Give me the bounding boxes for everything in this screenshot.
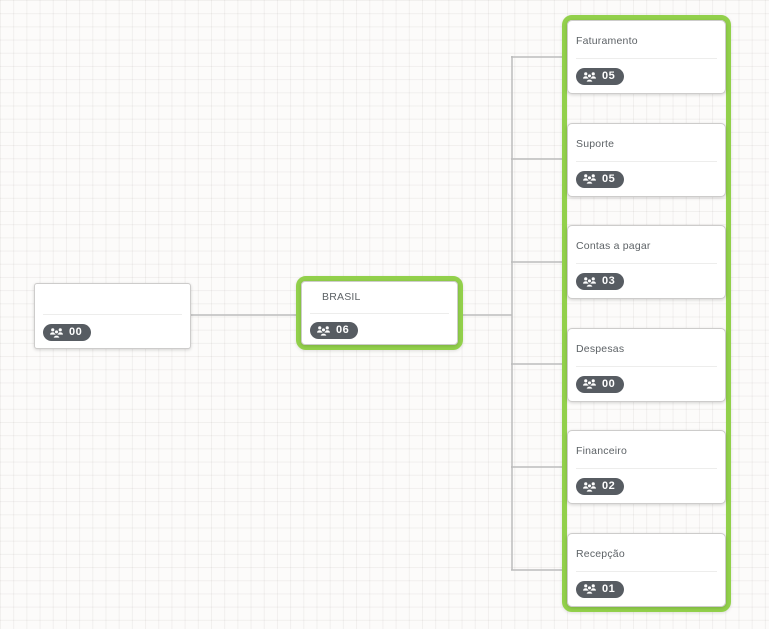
group-icon [583,379,596,390]
member-count: 02 [602,480,616,493]
connector-root-to-parent [190,314,297,316]
node-title: Suporte [576,137,615,150]
node-despesas[interactable]: Despesas 00 [567,327,726,402]
connector-stub-despesas [511,363,568,365]
node-divider [576,263,717,265]
group-icon [583,174,596,185]
connector-stub-contas-a-pagar [511,261,568,263]
node-brasil-selection-outline: BRASIL 06 [296,276,463,350]
node-divider [576,160,717,162]
member-count: 01 [602,582,616,595]
node-divider [310,313,449,314]
node-brasil[interactable]: BRASIL 06 [301,281,458,345]
group-icon [50,327,63,338]
node-suporte[interactable]: Suporte 05 [567,122,726,197]
member-count-badge[interactable]: 02 [576,478,625,496]
member-count: 00 [69,326,83,338]
node-brasil-title: BRASIL [322,291,361,303]
group-icon [317,325,330,336]
member-count: 05 [602,70,616,82]
member-count-badge[interactable]: 03 [576,273,625,291]
member-count-badge[interactable]: 00 [43,324,92,341]
connector-stub-recepcao [511,569,568,571]
connector-stub-faturamento [511,56,568,58]
node-contas-a-pagar[interactable]: Contas a pagar 03 [567,225,726,300]
node-divider [576,365,717,367]
connector-stub-financeiro [511,466,568,468]
member-count: 03 [602,275,616,288]
node-title: Faturamento [576,35,638,47]
node-title: Financeiro [576,445,628,458]
children-group-selection-outline: Faturamento 05 Suporte [562,15,731,612]
member-count-badge[interactable]: 05 [576,170,625,188]
node-divider [576,570,717,572]
member-count: 05 [602,172,616,185]
node-financeiro[interactable]: Financeiro 02 [567,430,726,505]
node-recepcao[interactable]: Recepção 01 [567,532,726,607]
node-divider [576,468,717,470]
node-root[interactable]: 00 [34,283,191,349]
group-icon [583,71,596,82]
node-faturamento[interactable]: Faturamento 05 [567,20,726,94]
node-title: Contas a pagar [576,240,651,253]
connector-parent-to-trunk [461,314,512,316]
member-count-badge[interactable]: 01 [576,580,625,598]
member-count-badge[interactable]: 05 [576,68,625,85]
group-icon [583,584,596,595]
member-count-badge[interactable]: 00 [576,375,625,393]
node-title: Despesas [576,342,625,355]
member-count: 06 [336,324,350,336]
node-divider [576,58,717,59]
group-icon [583,276,596,288]
node-title: Recepção [576,547,625,560]
node-root-title [35,284,190,307]
group-icon [583,482,596,493]
connector-stub-suporte [511,158,568,160]
connector-trunk [511,56,513,570]
node-divider [43,314,182,315]
member-count-badge[interactable]: 06 [310,322,359,339]
member-count: 00 [602,377,616,390]
